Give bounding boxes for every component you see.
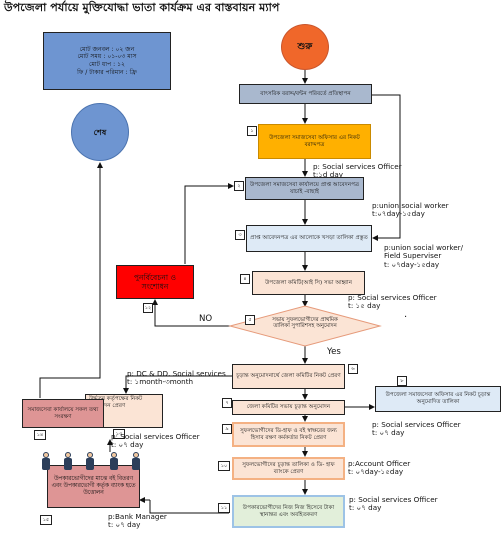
- summary-fee: ফি / টাকার পরিমান : ফ্রি: [77, 68, 137, 76]
- end-node: শেষ: [71, 103, 129, 161]
- step-number-11: ১১: [218, 503, 230, 513]
- step-number-9: ৯: [222, 424, 232, 434]
- step-10-send-bank: সুফলভোগীদের চূড়ান্ত তালিকা ও ডি- হাফ ব্…: [232, 457, 345, 480]
- step-number-1: ১: [247, 126, 257, 136]
- step-number-4: ৪: [240, 274, 250, 284]
- step-7-district-approval: জেলা কমিটির সভায় চূড়ান্ত অনুমোদন: [232, 400, 345, 415]
- label-step1: p: Social services Officer t:১d day: [313, 162, 402, 180]
- step-number-10: ১০: [218, 461, 230, 471]
- step-15-distribution: উপকারভোগীদের মাঝে বই বিতরণ এবং উপকারভোগী…: [47, 465, 140, 508]
- summary-staff: মোট জনবল : ০২ জন: [79, 45, 135, 53]
- step-number-2: ২: [234, 181, 244, 191]
- step-number-12: ১২: [143, 303, 153, 313]
- step-number-7: ৭: [222, 398, 232, 408]
- label-step4: p: Social services Officer t: ১৫ day: [348, 293, 437, 311]
- step-number-15: ১৫: [40, 515, 52, 525]
- decision-text: সভায় সুফলভোগীদের প্রাথমিক তালিকা সুপারি…: [272, 317, 338, 330]
- step-9-accounts: সুফলভোগীদের ডি-হাফ ও বই স্বাক্ষরের জন্য …: [232, 422, 345, 447]
- step-2-verify-applications: উপজেলা সমাজসেবা কার্যালয়ে প্রাপ্ত আবেদন…: [245, 177, 364, 200]
- label-step3: p:union social worker/ Field Superviser …: [384, 243, 464, 269]
- label-step15: p:Bank Manager t: ০৭ day: [108, 512, 167, 530]
- label-no: NO: [199, 314, 213, 324]
- step-number-8: ৮: [397, 376, 407, 386]
- start-node: শুরু: [281, 24, 329, 70]
- step-3-draft-list: প্রাপ্ত আবেদনপত্র এর আলোকে খসড়া তালিকা …: [246, 225, 372, 252]
- revision-box: পুনর্বিবেচনা ও সংশোধন: [116, 265, 194, 299]
- label-step11: p: Social services Officer t: ০৭ day: [349, 495, 438, 513]
- label-step2: p:union social worker t:০৭day-১৫day: [372, 201, 449, 219]
- start-label: শুরু: [297, 41, 313, 53]
- people-illustration: [42, 452, 140, 470]
- label-yes: Yes: [327, 347, 341, 357]
- step-8-final-list: উপজেলা সমাজসেবা অফিসার এর নিকট চূড়ান্ত …: [375, 386, 501, 412]
- summary-steps: মোট ধাপ : ১২: [88, 61, 126, 68]
- step-number-5: ৫: [245, 315, 255, 325]
- step-number-6: ৬: [348, 364, 358, 374]
- summary-time: মোট সময় : ০১-০৩ মাস: [77, 53, 137, 61]
- page-title: উপজেলা পর্যায়ে মুক্তিযোদ্ধা ভাতা কার্যক…: [4, 1, 280, 14]
- step-11-transfer: উপকারভোগীদের নিজ নিজ হিসেবে টাকা স্থানান…: [232, 495, 345, 528]
- step-1-allocation-letter: উপজেলা সমাজসেবা অফিসার এর নিকট বরাদ্দপত্…: [258, 124, 371, 159]
- label-step13: p: Social services Officer t: ০৭ day: [111, 432, 200, 450]
- label-district: p: DC & DD. Social services t: ১month-৩m…: [127, 369, 226, 387]
- label-step10: p:Account Officer t: ০৭day-১৫day: [348, 459, 411, 477]
- step-number-13: ১৩: [113, 429, 125, 439]
- step-0-allocation: বাৎসরিক বরাদ্দ/বন্টন পরিবর্তে প্রতিস্থাপ…: [239, 84, 372, 104]
- step-4-committee-meeting: উপজেলা কমিটি(আই সি) সভা আহ্বান: [252, 271, 365, 295]
- step-number-14: ১৪: [34, 430, 46, 440]
- step-6-send-district: চূড়ান্ত অনুমোদনার্থে জেলা কমিটির নিকট প…: [232, 364, 345, 389]
- label-step8: p: Social services Officer t: ০৭ day: [372, 420, 461, 438]
- label-dot: .: [404, 309, 408, 320]
- summary-box: মোট জনবল : ০২ জন মোট সময় : ০১-০৩ মাস মো…: [43, 32, 171, 90]
- step-14-archive: সমাজসেবা কার্যালয়ে সকল তথ্য সংরক্ষণ: [22, 399, 104, 428]
- step-number-3: ৩: [235, 230, 245, 240]
- decision-diamond: [228, 305, 382, 347]
- end-label: শেষ: [93, 126, 107, 137]
